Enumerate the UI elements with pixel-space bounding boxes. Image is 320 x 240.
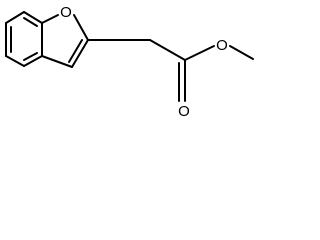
double-bond-benzene-a [23,17,38,27]
bond-benzene-6 [5,11,25,24]
bond-ester-o-methyl [229,45,254,60]
ester-oxygen-label: O [216,37,228,54]
bond-benzene-4 [5,55,25,67]
carbonyl-oxygen-label: O [178,103,190,120]
benzene-ring [5,11,43,67]
bond-c2-c3 [71,39,89,68]
double-bond-benzene-b [23,52,38,61]
acetate-side-chain [87,39,254,102]
bond-benzene-1 [23,11,43,24]
bond-o1-c2 [73,14,89,41]
bond-benzene-3 [23,55,43,67]
furan-ring [41,14,89,68]
bond-c7a-o1 [41,14,59,24]
double-bond-c2-c3 [68,39,83,63]
bond-c3-c3a [41,55,73,68]
ring-oxygen-label: O [60,4,72,21]
skeletal-structure: O O O [5,4,254,120]
bond-ch2-carbonyl [149,39,186,61]
bond-carbonyl-ester-o [184,45,215,61]
molecule-diagram: O O O [0,0,259,122]
